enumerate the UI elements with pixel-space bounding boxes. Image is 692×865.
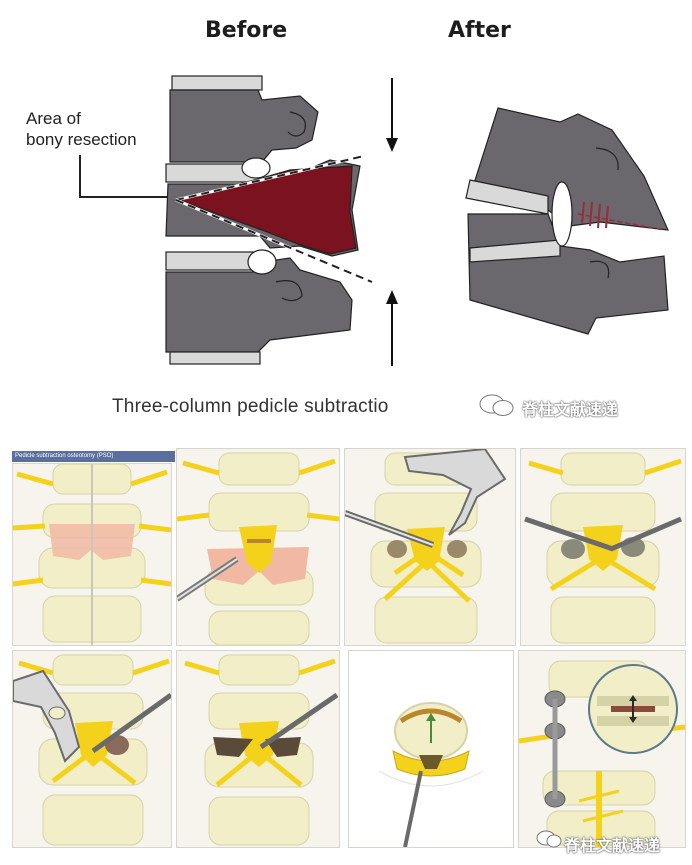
pso-step-2 xyxy=(176,448,340,646)
resection-label-line2: bony resection xyxy=(26,130,137,149)
pso-step-6 xyxy=(176,650,340,848)
resection-label: Area of bony resection xyxy=(26,108,137,150)
rongeur-large xyxy=(13,669,81,763)
before-foramen-lower xyxy=(247,249,277,275)
resection-label-line1: Area of xyxy=(26,109,81,128)
figure-caption: Three-column pedicle subtractio xyxy=(112,396,389,417)
pso-step-4 xyxy=(520,448,686,646)
before-facet-upper xyxy=(287,111,306,137)
before-after-diagram xyxy=(79,75,669,366)
pso-step-3 xyxy=(344,448,516,646)
before-vertebra-upper xyxy=(169,89,319,163)
after-disc-lower xyxy=(469,239,561,263)
wechat-icon-top xyxy=(478,392,516,418)
before-disc-bottom xyxy=(169,351,261,365)
cut-line-lower-dash xyxy=(175,199,373,283)
after-foramen xyxy=(551,181,573,247)
before-disc-top xyxy=(171,75,263,91)
pso-step-5 xyxy=(12,650,172,848)
after-closure-marks xyxy=(577,201,665,231)
rongeur xyxy=(403,449,507,536)
pso-step-8 xyxy=(518,650,686,848)
after-facet-lower xyxy=(589,260,610,279)
cut-line-upper-dash xyxy=(175,155,365,201)
before-spine xyxy=(165,75,361,365)
after-facet-upper xyxy=(595,147,619,171)
pso-step-7 xyxy=(348,650,514,848)
before-facet-lower xyxy=(275,280,303,302)
pso-header: Pedicle subtraction osteotomy (PSO) xyxy=(12,451,175,462)
before-disc-mid2 xyxy=(165,251,259,271)
before-resection-wedge xyxy=(175,165,357,255)
watermark-top: 脊柱文献速递 xyxy=(522,400,619,419)
nerve xyxy=(13,469,171,587)
arrow-up-head xyxy=(386,290,398,304)
wechat-icon-bottom xyxy=(536,828,562,850)
after-title: After xyxy=(448,18,511,43)
resection-leader-line xyxy=(79,155,176,198)
watermark-bottom: 脊柱文献速递 xyxy=(564,836,661,855)
before-title: Before xyxy=(205,18,288,43)
after-spine xyxy=(465,107,669,335)
pso-step-1 xyxy=(12,463,172,646)
before-foramen-upper xyxy=(241,157,271,179)
arrow-down-head xyxy=(386,138,398,152)
